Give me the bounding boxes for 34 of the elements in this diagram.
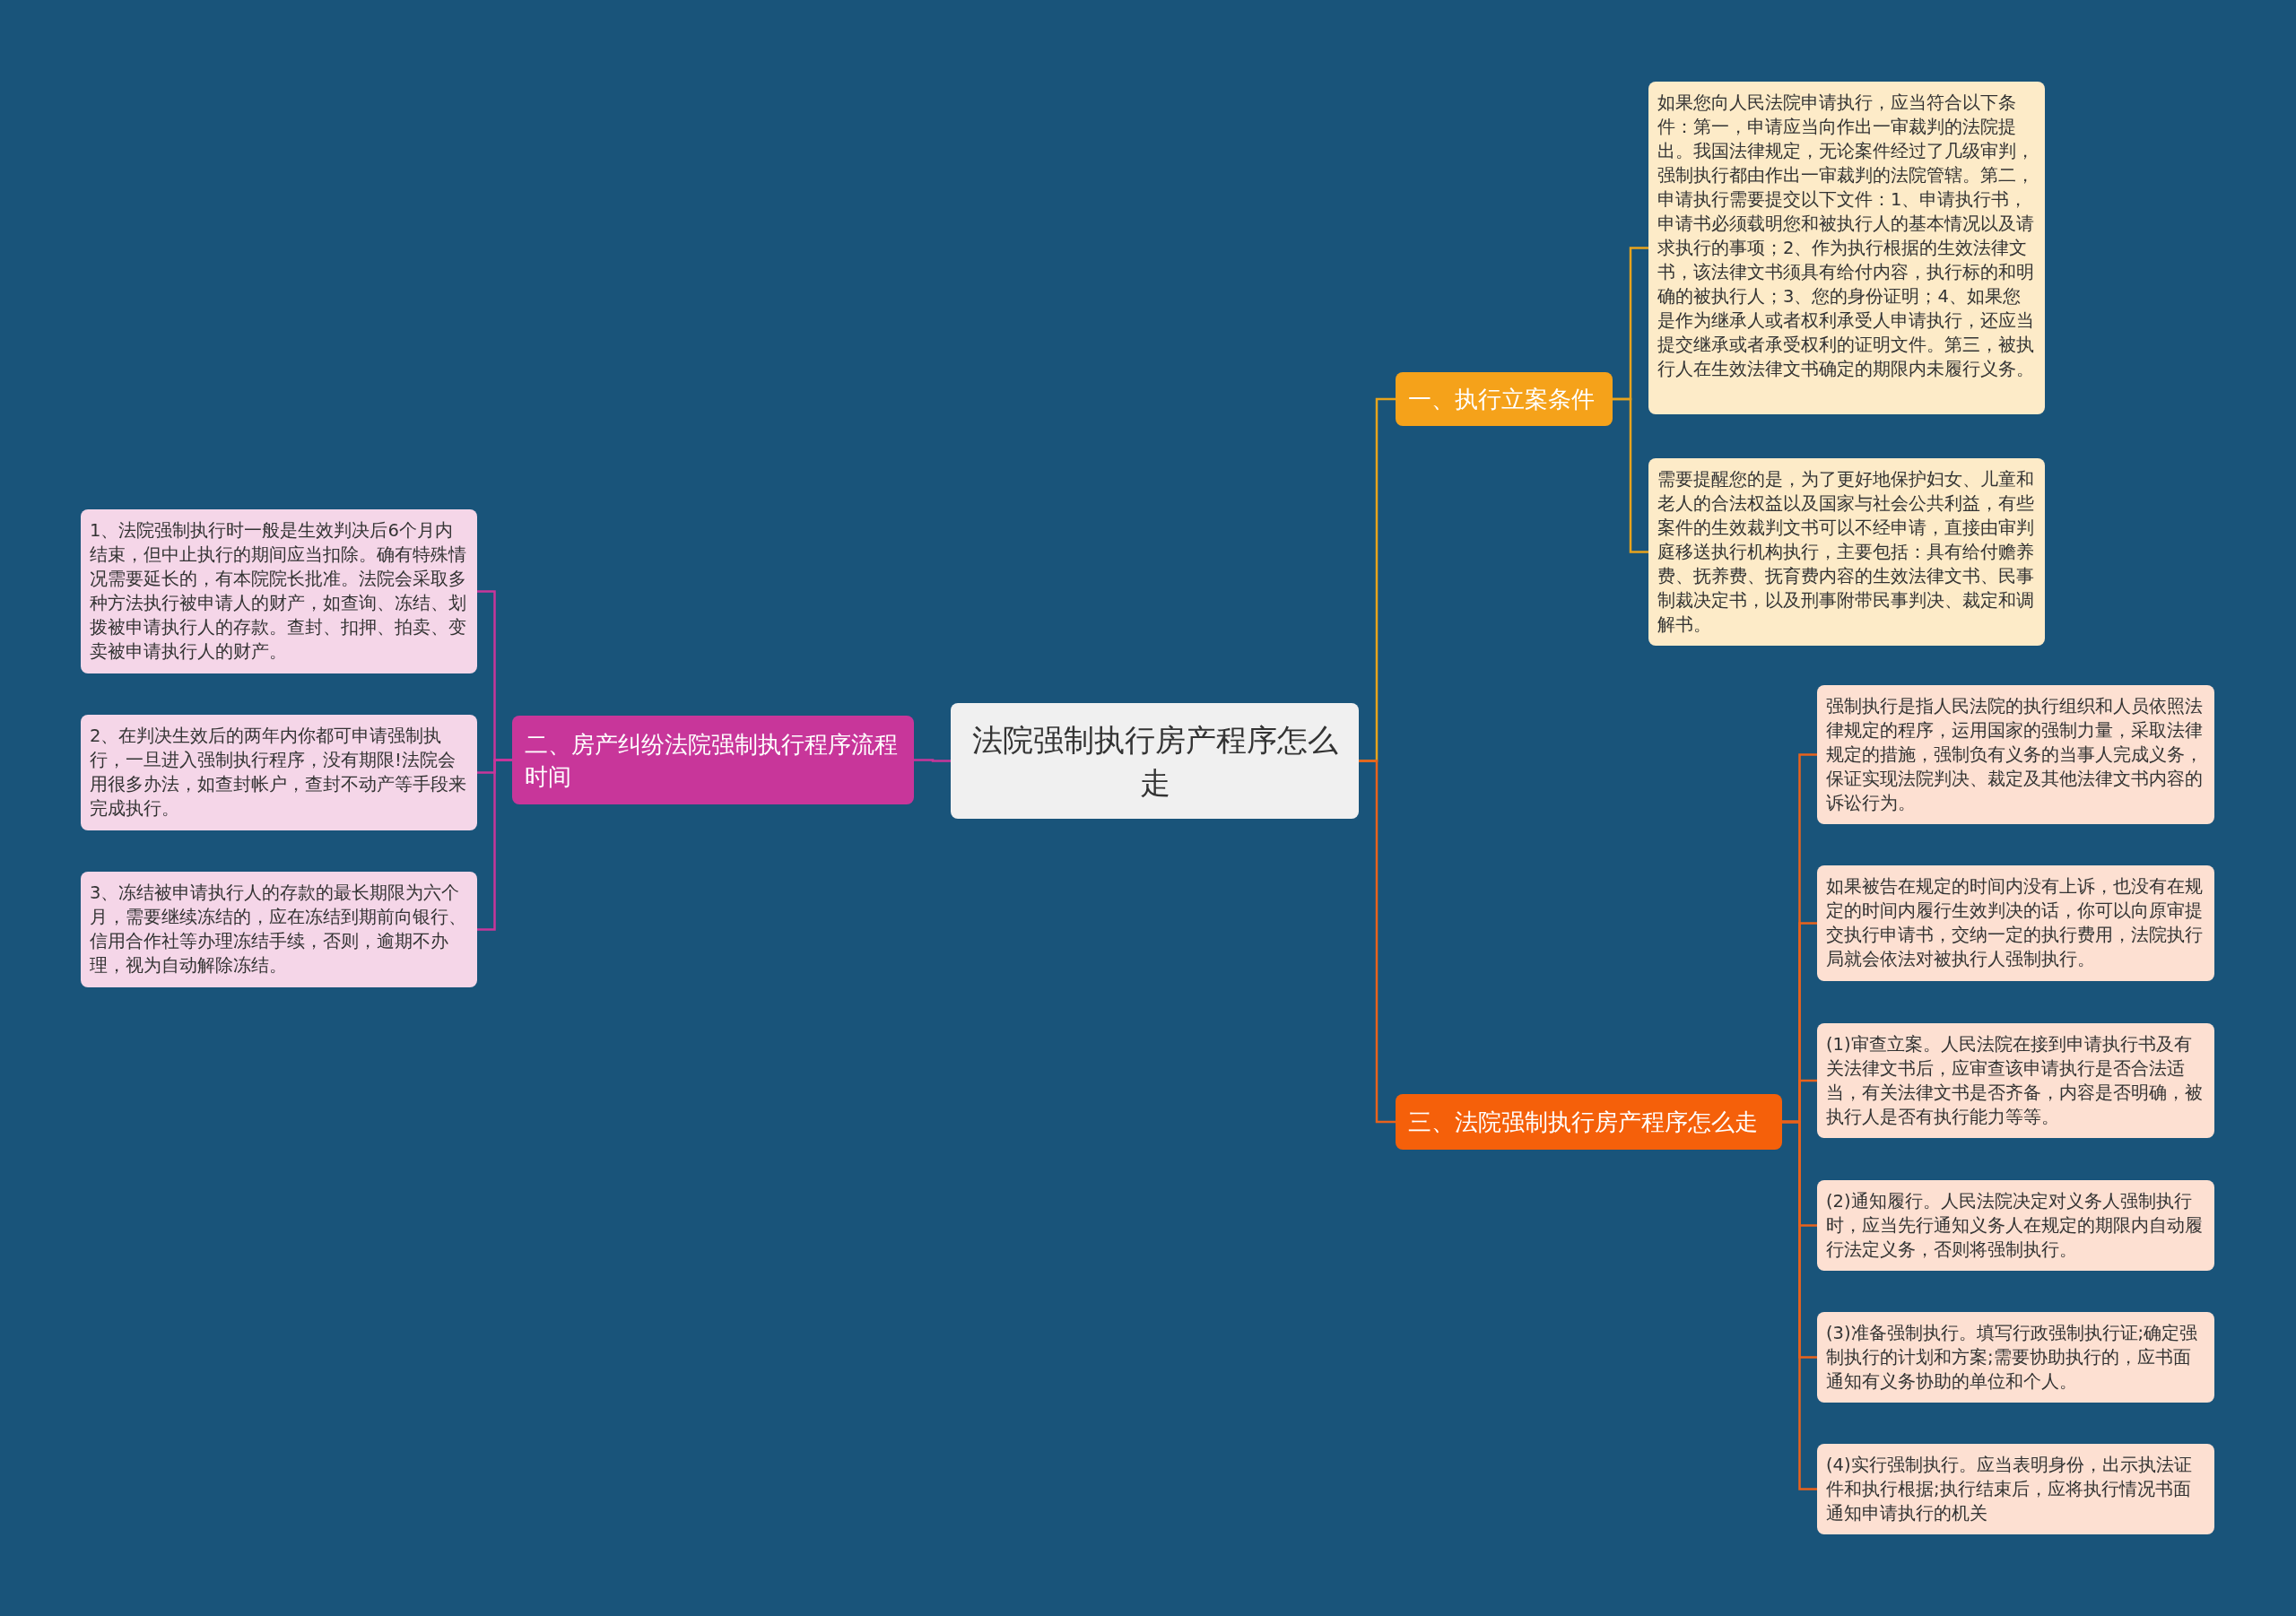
detail-note-box	[1817, 1444, 2214, 1534]
detail-note-box	[81, 715, 477, 830]
connector-line	[477, 759, 512, 931]
branch-topic-box	[512, 716, 914, 804]
topic-text: 一、执行立案条件	[1408, 385, 1596, 414]
detail-note-box	[81, 872, 477, 987]
note-text: 如果您向人民法院申请执行，应当符合以下条件：第一，申请应当向作出一审裁判的法院提出。我国法律规定，无论案件经过了几级审判，强制执行都由作出一审裁判的法院管辖。第二，申请执行需要提交以下文件：1、申请执行书，申请书必须载明您和被执行人的基本情况以及请求执行的事项；2、作为执行根据的生效法律文书，该法律文书须具有给付内容，执行标的和明确的被执行人；3、您的身份证明；4、如果您是作为继承人或者权利承受人申请执行，还应当提交继承或者承受权利的证明文件。第三，被执行人在生效法律文书确定的期限内未履行义务。	[1657, 91, 2035, 381]
branch-topic-box	[1396, 372, 1613, 426]
detail-note-box	[1648, 82, 2045, 414]
note-text: 2、在判决生效后的两年内你都可申请强制执行，一旦进入强制执行程序，没有期限!法院会用很多办法，如查封帐户，查封不动产等手段来完成执行。	[90, 725, 467, 821]
branch-topic-box	[1396, 1094, 1782, 1150]
connector-line	[1359, 760, 1396, 1124]
detail-note-box	[1817, 685, 2214, 824]
connector-line	[914, 759, 951, 762]
topic-text: 三、法院强制执行房产程序怎么走	[1408, 1108, 1759, 1137]
note-text: (1)审查立案。人民法院在接到申请执行书及有关法律文书后，应审查该申请执行是否合法适当，有关法律文书是否齐备，内容是否明确，被执行人是否有执行能力等等。	[1826, 1033, 2204, 1129]
note-text: (3)准备强制执行。填写行政强制执行证;确定强制执行的计划和方案;需要协助执行的，应书面通知有义务协助的单位和个人。	[1826, 1322, 2199, 1394]
detail-note-box	[81, 509, 477, 673]
note-text: (4)实行强制执行。应当表明身份，出示执法证件和执行根据;执行结束后，应将执行情况书面通知申请执行的机关	[1826, 1454, 2193, 1525]
central-topic-box	[951, 703, 1359, 819]
detail-note-box	[1817, 1023, 2214, 1138]
connector-line	[1782, 1120, 1817, 1490]
detail-note-box	[1817, 865, 2214, 981]
note-text: 如果被告在规定的时间内没有上诉，也没有在规定的时间内履行生效判决的话，你可以向原审提交执行申请书，交纳一定的执行费用，法院执行局就会依法对被执行人强制执行。	[1826, 875, 2204, 971]
connector-line	[1613, 397, 1648, 553]
detail-note-box	[1817, 1180, 2214, 1271]
note-text: 强制执行是指人民法院的执行组织和人员依照法律规定的程序，运用国家的强制力量，采取法律规定的措施，强制负有义务的当事人完成义务，保证实现法院判决、裁定及其他法律文书内容的诉讼行为。	[1826, 695, 2204, 815]
note-text: (2)通知履行。人民法院决定对义务人强制执行时，应当先行通知义务人在规定的期限内自动履行法定义务，否则将强制执行。	[1826, 1190, 2204, 1262]
detail-note-box	[1817, 1312, 2214, 1403]
note-text: 3、冻结被申请执行人的存款的最长期限为六个月，需要继续冻结的，应在冻结到期前向银行、信用合作社等办理冻结手续，否则，逾期不办理，视为自动解除冻结。	[90, 882, 467, 977]
topic-text: 法院强制执行房产程序怎么走	[970, 720, 1339, 803]
note-text: 1、法院强制执行时一般是生效判决后6个月内结束，但中止执行的期间应当扣除。确有特殊情况需要延长的，有本院院长批准。法院会采取多种方法执行被申请人的财产，如查询、冻结、划拨被申请执行人的存款。查封、扣押、拍卖、变卖被申请执行人的财产。	[90, 519, 467, 664]
note-text: 需要提醒您的是，为了更好地保护妇女、儿童和老人的合法权益以及国家与社会公共利益，有些案件的生效裁判文书可以不经申请，直接由审判庭移送执行机构执行，主要包括：具有给付赡养费、抚养费、抚育费内容的生效法律文书、民事制裁决定书，以及刑事附带民事判决、裁定和调解书。	[1657, 468, 2035, 637]
topic-text: 二、房产纠纷法院强制执行程序流程时间	[525, 729, 899, 792]
